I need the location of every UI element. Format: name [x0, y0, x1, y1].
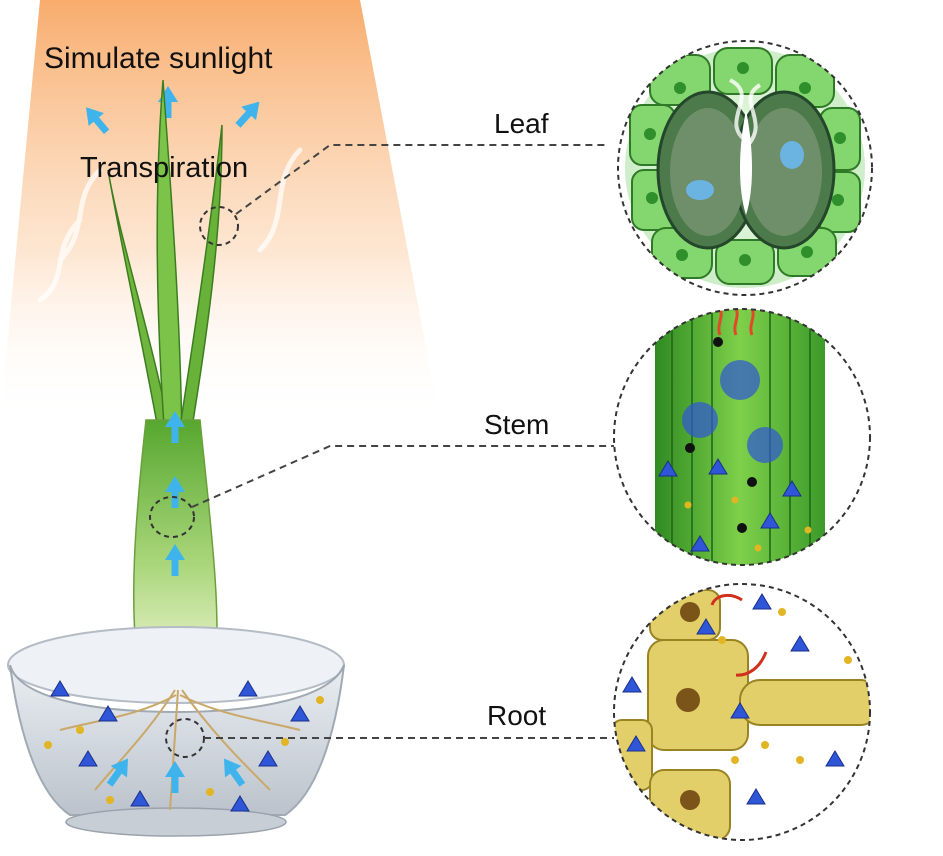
leaf-label: Leaf — [494, 108, 549, 139]
bowl-particles — [44, 680, 324, 812]
steam-wisps — [37, 147, 303, 303]
stem-label: Stem — [484, 409, 550, 440]
gold-particle-icon — [44, 741, 52, 749]
roots — [59, 689, 301, 811]
transpiration-label: Transpiration — [80, 152, 249, 184]
stem-detail-circle — [613, 308, 871, 566]
gold-particle-icon — [106, 796, 114, 804]
gold-particle-icon — [76, 726, 84, 734]
sunlight-beam — [0, 0, 440, 420]
root-detail-circle — [613, 583, 871, 841]
stem-marker — [149, 496, 195, 538]
leaf-detail-circle — [617, 40, 873, 296]
gold-particle-icon — [316, 696, 324, 704]
glass-bowl — [7, 626, 345, 837]
leaf-marker — [199, 206, 239, 246]
callout-lines — [191, 144, 614, 739]
plant-leaves — [107, 79, 223, 441]
gold-particle-icon — [206, 788, 214, 796]
sunlight-label: Simulate sunlight — [44, 42, 273, 75]
gold-particle-icon — [281, 738, 289, 746]
root-label: Root — [487, 700, 547, 731]
